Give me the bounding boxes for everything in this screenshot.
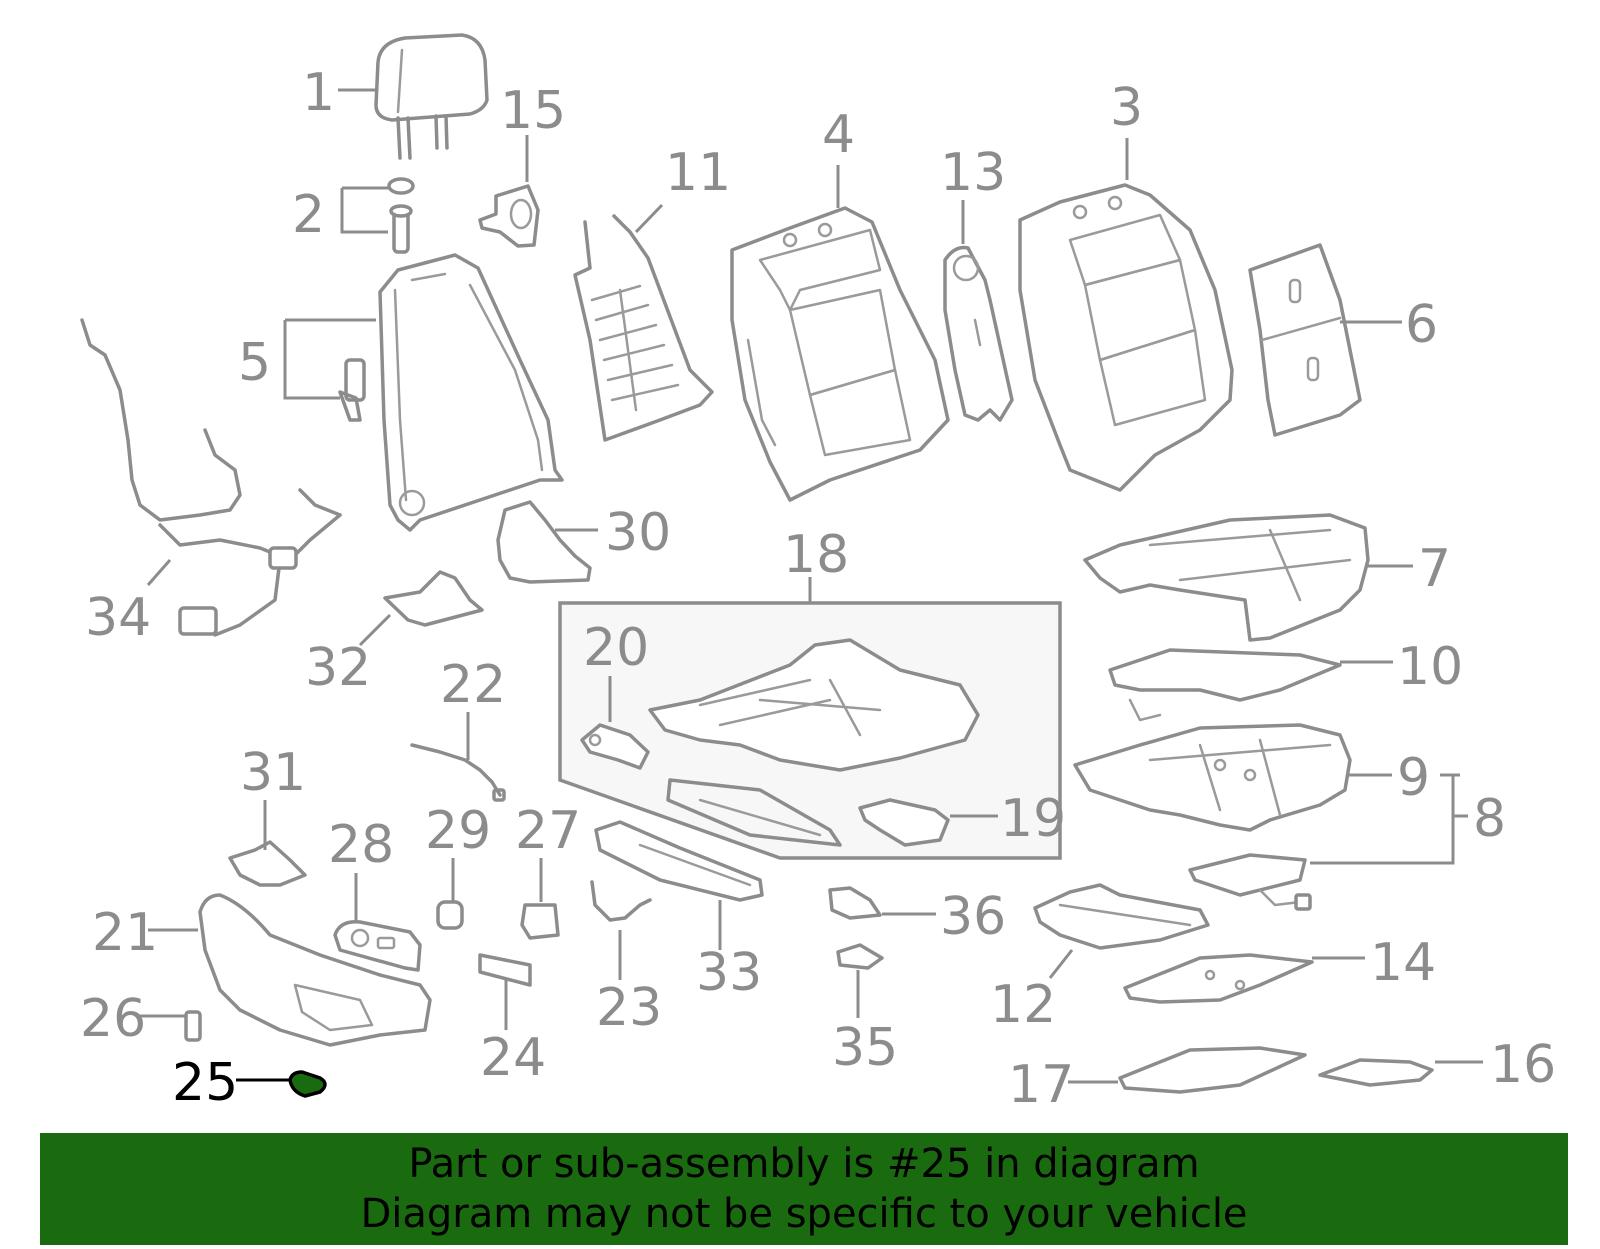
callout-labels: 1 2 15 5 11 4 13 3 6 34 30 32 18 7 10 9 … xyxy=(80,63,1556,1115)
part-2-headrest-guides[interactable] xyxy=(387,177,415,254)
part-34-wiring-harness[interactable] xyxy=(80,318,342,637)
callout-18: 18 xyxy=(783,525,849,585)
leader-lines xyxy=(140,88,1483,1084)
part-1-headrest[interactable] xyxy=(374,33,489,160)
callout-17: 17 xyxy=(1008,1055,1074,1115)
callout-7: 7 xyxy=(1418,539,1451,599)
part-28-switch-bezel[interactable] xyxy=(333,920,422,972)
callout-33: 33 xyxy=(696,943,762,1003)
callout-28: 28 xyxy=(328,815,394,875)
callout-5: 5 xyxy=(238,333,271,393)
part-24-trim[interactable] xyxy=(478,953,532,987)
callout-1: 1 xyxy=(302,63,335,123)
part-7-cushion-trim[interactable] xyxy=(1083,513,1370,642)
part-32-bracket[interactable] xyxy=(383,570,484,627)
callout-19: 19 xyxy=(1000,789,1066,849)
callout-16: 16 xyxy=(1490,1035,1556,1095)
part-8-sensor[interactable] xyxy=(1188,853,1312,911)
callout-20: 20 xyxy=(583,618,649,678)
callout-26: 26 xyxy=(80,989,146,1049)
part-13-side-panel[interactable] xyxy=(943,245,1014,422)
callout-11: 11 xyxy=(665,143,731,203)
callout-34: 34 xyxy=(85,588,151,648)
part-16-bracket[interactable] xyxy=(1318,1058,1434,1087)
callout-31: 31 xyxy=(240,743,306,803)
callout-10: 10 xyxy=(1397,637,1463,697)
part-29-knob[interactable] xyxy=(436,900,464,930)
part-25-highlighted[interactable] xyxy=(288,1070,327,1098)
part-4-seatback-pad[interactable] xyxy=(730,206,950,502)
callout-25: 25 xyxy=(172,1053,238,1113)
part-17-panel[interactable] xyxy=(1118,1046,1307,1094)
part-31-bracket[interactable] xyxy=(228,840,307,887)
part-20-motor[interactable] xyxy=(580,723,650,770)
part-15-bracket[interactable] xyxy=(478,184,540,248)
part-27-clip[interactable] xyxy=(520,903,560,940)
part-35-bracket[interactable] xyxy=(836,943,884,970)
part-23-wire-clip[interactable] xyxy=(590,880,652,922)
part-3-seatback-trim[interactable] xyxy=(1018,183,1234,492)
part-10-heater-pad[interactable] xyxy=(1108,648,1342,722)
part-21-side-shield[interactable] xyxy=(198,893,432,1047)
callout-9: 9 xyxy=(1397,748,1430,808)
callout-14: 14 xyxy=(1370,933,1436,993)
part-5-seatback-frame[interactable] xyxy=(338,253,564,532)
banner-line-1: Part or sub-assembly is #25 in diagram xyxy=(408,1141,1200,1187)
part-19-switch[interactable] xyxy=(858,798,950,847)
callout-36: 36 xyxy=(940,887,1006,947)
callout-6: 6 xyxy=(1405,295,1438,355)
callout-12: 12 xyxy=(990,975,1056,1035)
callout-32: 32 xyxy=(305,638,371,698)
callout-27: 27 xyxy=(515,801,581,861)
part-12-pan[interactable] xyxy=(1033,883,1210,950)
callout-29: 29 xyxy=(425,801,491,861)
callout-22: 22 xyxy=(440,655,506,715)
callout-30: 30 xyxy=(605,503,671,563)
callout-13: 13 xyxy=(940,143,1006,203)
callout-2: 2 xyxy=(292,185,325,245)
callout-3: 3 xyxy=(1110,78,1143,138)
part-22-cable[interactable] xyxy=(410,743,506,802)
callout-23: 23 xyxy=(596,978,662,1038)
part-11-spring-mat[interactable] xyxy=(573,214,714,442)
part-6-back-panel[interactable] xyxy=(1248,243,1362,437)
info-banner: Part or sub-assembly is #25 in diagram D… xyxy=(40,1133,1568,1245)
part-26-clip[interactable] xyxy=(184,1010,202,1042)
banner-line-2: Diagram may not be specific to your vehi… xyxy=(360,1191,1248,1237)
part-36-bracket[interactable] xyxy=(828,886,882,920)
part-9-cushion-pad[interactable] xyxy=(1073,723,1352,832)
part-33-track-cover[interactable] xyxy=(594,820,764,902)
callout-8: 8 xyxy=(1473,789,1506,849)
part-18-seat-track-assembly[interactable] xyxy=(648,638,980,847)
callout-35: 35 xyxy=(832,1018,898,1078)
part-14-panel[interactable] xyxy=(1123,953,1314,1004)
callout-24: 24 xyxy=(480,1028,546,1088)
callout-4: 4 xyxy=(822,105,855,165)
callout-21: 21 xyxy=(92,903,158,963)
part-30-bracket[interactable] xyxy=(496,500,592,584)
callout-15: 15 xyxy=(500,81,566,141)
